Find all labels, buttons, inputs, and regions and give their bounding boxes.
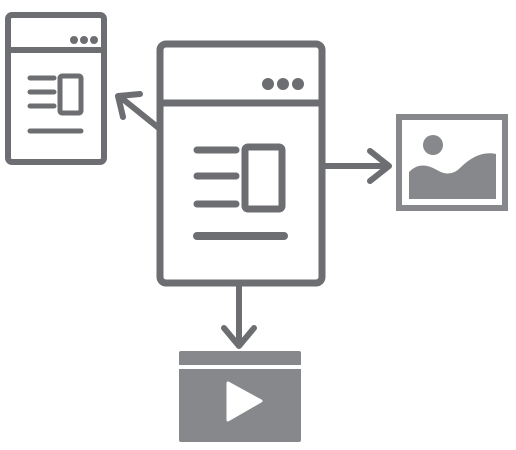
- window-dot: [80, 36, 88, 44]
- window-dot: [70, 36, 78, 44]
- window-dot: [277, 78, 289, 90]
- window-dot: [262, 78, 274, 90]
- window-dot: [292, 78, 304, 90]
- window-dot: [90, 36, 98, 44]
- image-icon: [396, 114, 508, 211]
- video-player-icon: [179, 351, 301, 442]
- linked-page-icon: [5, 12, 107, 165]
- sun-shape: [423, 135, 443, 155]
- main-page-icon: [156, 40, 326, 287]
- play-icon: [226, 381, 263, 422]
- mountain-shape: [409, 153, 496, 199]
